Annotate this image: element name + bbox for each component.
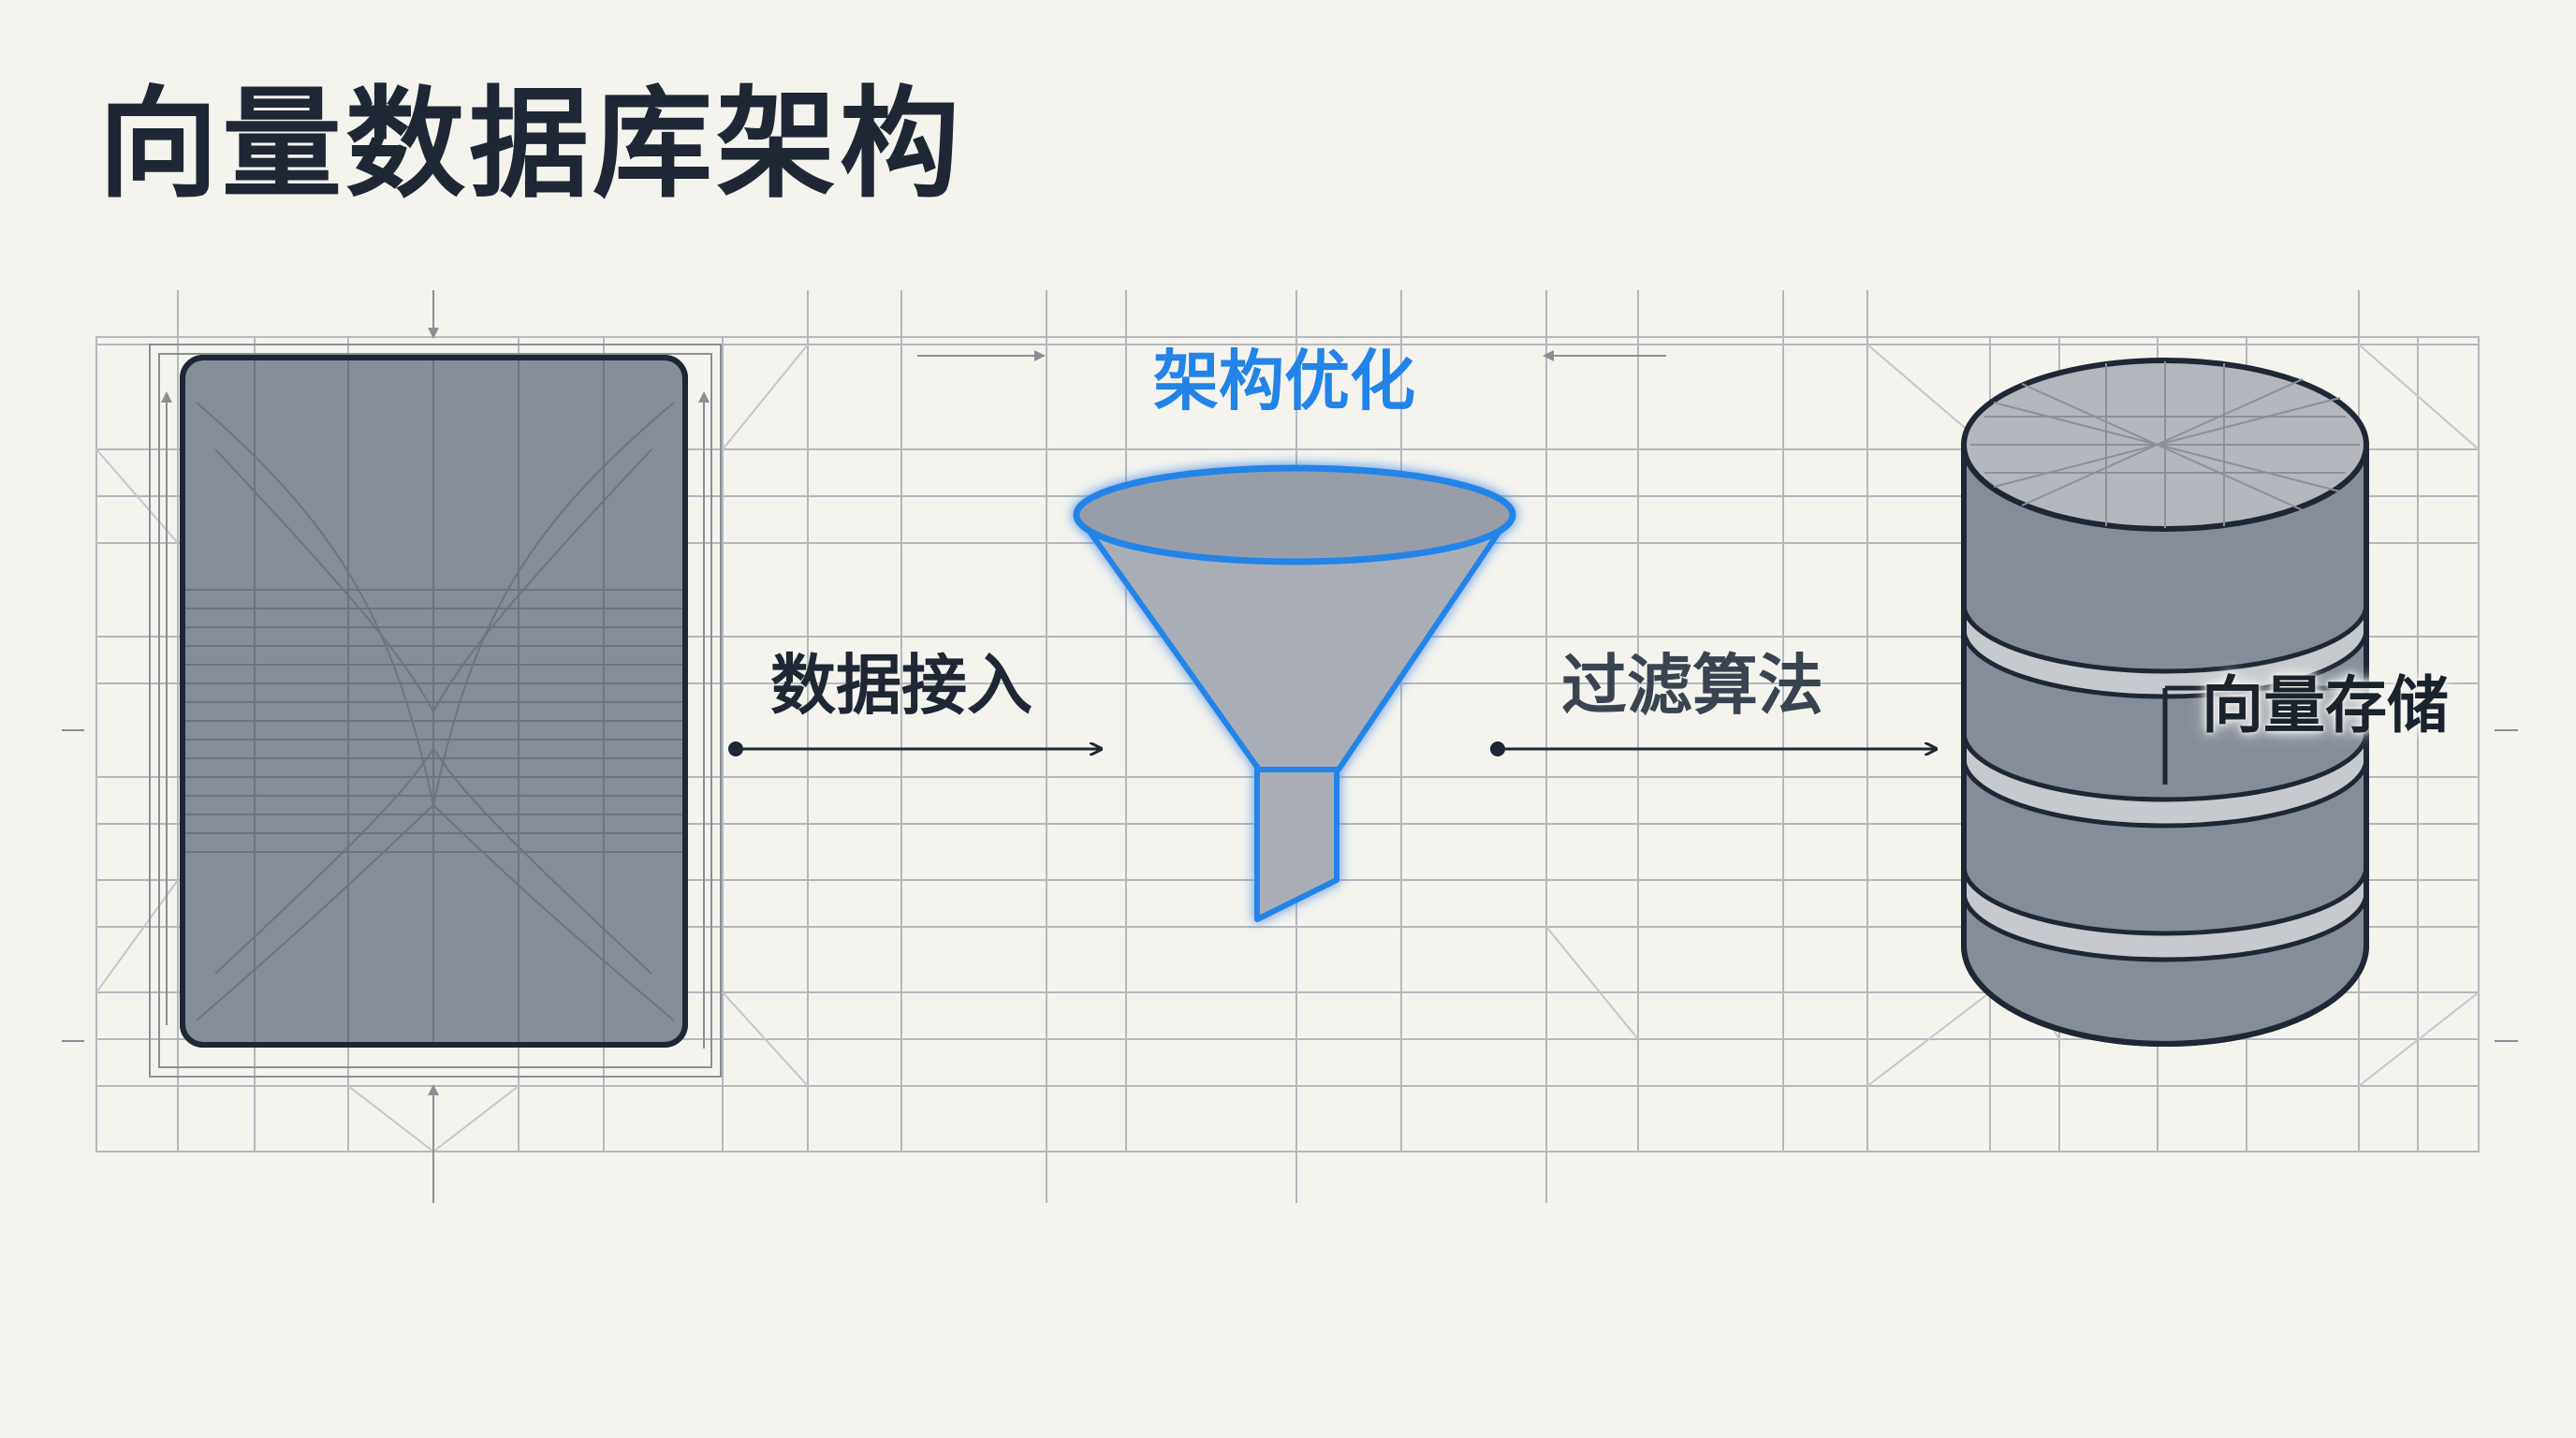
database-cylinder-icon — [1961, 358, 2369, 1047]
dimension-markers — [149, 290, 1666, 1203]
data-source-panel — [180, 355, 688, 1048]
filter-label: 过滤算法 — [1561, 647, 1823, 724]
filter-arrow — [1490, 741, 1936, 756]
storage-label: 向量存储 — [2202, 669, 2449, 741]
optimize-label: 架构优化 — [1153, 343, 1415, 419]
page-title: 向量数据库架构 — [98, 75, 964, 214]
ingest-arrow — [728, 741, 1101, 756]
construction-lines — [95, 344, 2480, 1152]
axis-ticks — [62, 729, 2518, 1042]
ingest-label: 数据接入 — [770, 647, 1032, 724]
funnel-icon — [1073, 464, 1516, 922]
